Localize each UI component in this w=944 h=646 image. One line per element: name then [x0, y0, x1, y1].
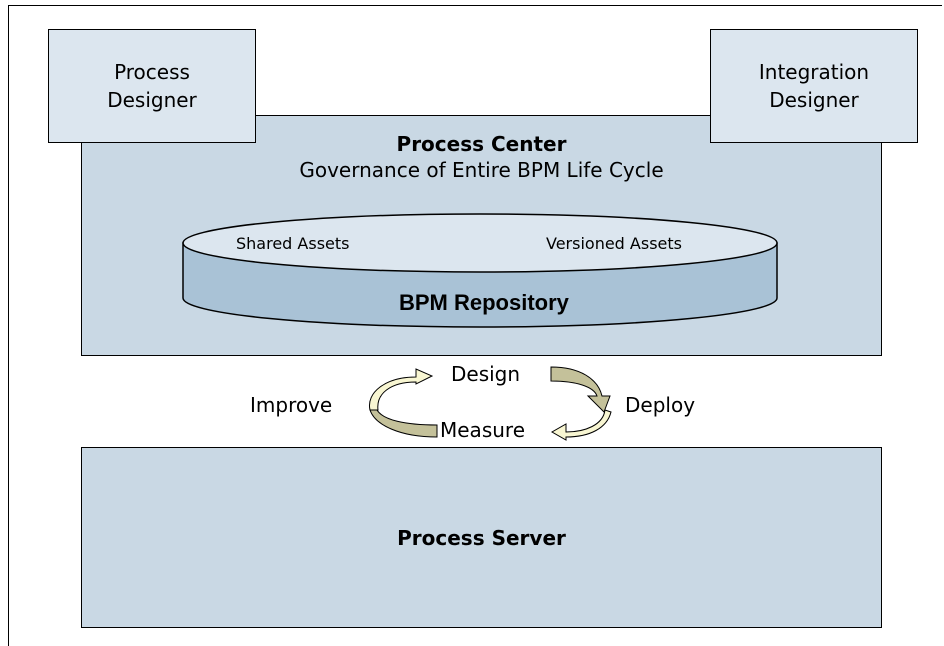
integration-designer-line1: Integration — [758, 60, 870, 84]
process-designer-box: Process Designer — [48, 29, 256, 143]
process-center-subtitle: Governance of Entire BPM Life Cycle — [299, 158, 664, 182]
integration-designer-line2: Designer — [769, 88, 859, 112]
cycle-deploy-label: Deploy — [625, 393, 696, 417]
diagram-frame — [8, 5, 942, 646]
process-server-title: Process Server — [397, 525, 566, 550]
process-designer-line1: Process — [114, 60, 190, 84]
arrow-deploy-to-measure — [550, 409, 612, 441]
arrow-design-to-deploy — [550, 366, 611, 413]
process-server-box: Process Server — [81, 447, 882, 628]
arrow-measure-to-improve — [369, 409, 438, 438]
cycle-design-label: Design — [451, 362, 521, 386]
repository-cylinder-top — [182, 213, 778, 273]
versioned-assets-label: Versioned Assets — [546, 234, 682, 253]
process-center-title: Process Center — [396, 132, 567, 156]
shared-assets-label: Shared Assets — [236, 234, 350, 253]
arrow-improve-to-design — [369, 368, 434, 411]
integration-designer-box: Integration Designer — [710, 29, 918, 143]
bpm-repository-title: BPM Repository — [399, 290, 569, 315]
process-designer-line2: Designer — [107, 88, 197, 112]
cycle-measure-label: Measure — [440, 418, 525, 442]
cycle-improve-label: Improve — [250, 393, 333, 417]
